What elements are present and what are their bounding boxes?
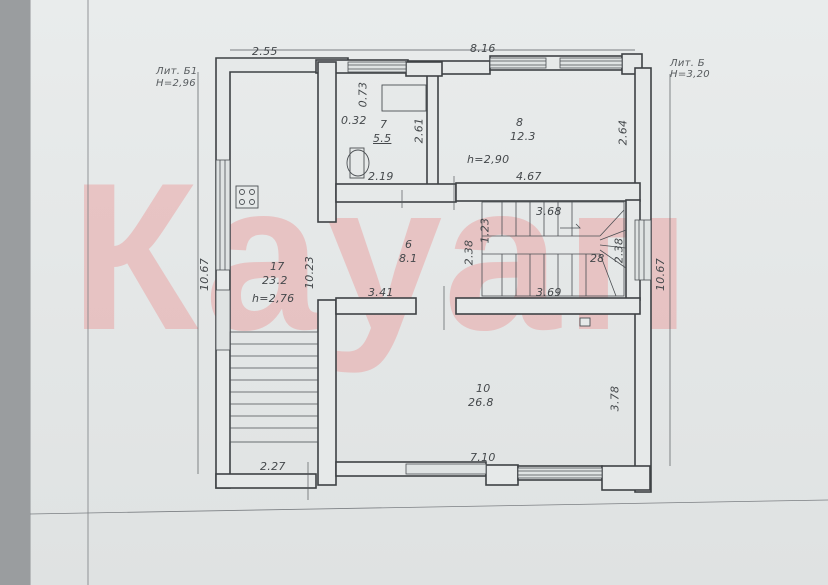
window-bottom-1 bbox=[405, 463, 487, 475]
room-8-number: 8 bbox=[516, 116, 524, 129]
windows bbox=[215, 57, 652, 479]
room-6-area: 8.1 bbox=[399, 252, 418, 265]
dim-341: 3.41 bbox=[368, 286, 394, 299]
wall-partition-lower bbox=[317, 299, 337, 486]
stove bbox=[235, 185, 259, 209]
wall-above-room10-right bbox=[455, 297, 641, 315]
window-left-2 bbox=[215, 289, 231, 351]
dim-1067-left: 10.67 bbox=[198, 258, 211, 291]
floor-plan bbox=[30, 0, 828, 585]
window-top-3 bbox=[559, 57, 623, 69]
radiator bbox=[579, 317, 591, 327]
window-top-1 bbox=[347, 61, 407, 73]
dim-467: 4.67 bbox=[516, 170, 542, 183]
dim-top-right: 8.16 bbox=[470, 42, 496, 55]
sheet-bottom-line bbox=[30, 499, 828, 515]
window-bottom-2 bbox=[517, 467, 603, 479]
window-left-1 bbox=[215, 159, 231, 271]
wall-bottom-left bbox=[215, 473, 317, 489]
room-10-area: 26.8 bbox=[468, 396, 494, 409]
dim-369: 3.69 bbox=[536, 286, 562, 299]
wall-under-room8 bbox=[455, 182, 641, 202]
wall-under-room7 bbox=[335, 183, 457, 203]
wall-top-bay bbox=[405, 61, 443, 77]
dim-073: 0.73 bbox=[356, 81, 370, 108]
room-8-area: 12.3 bbox=[510, 130, 536, 143]
dim-227: 2.27 bbox=[260, 460, 286, 473]
room-7-area: 5.5 bbox=[373, 132, 392, 145]
fixtures bbox=[235, 84, 591, 327]
wall-partition-upper bbox=[317, 61, 337, 223]
lit-right-height: Н=3,20 bbox=[670, 69, 710, 80]
dim-219: 2.19 bbox=[368, 170, 394, 183]
dim-top-left: 2.55 bbox=[252, 45, 278, 58]
room-7-number: 7 bbox=[380, 118, 388, 131]
dim-123: 1.23 bbox=[478, 217, 492, 244]
wall-room7-right bbox=[426, 71, 439, 201]
room-10-number: 10 bbox=[476, 382, 491, 395]
dim-710: 7.10 bbox=[470, 451, 496, 464]
lit-left-label: Лит. Б1 bbox=[156, 66, 198, 77]
stairs bbox=[229, 201, 627, 443]
window-top-2 bbox=[489, 57, 547, 69]
dim-368: 3.68 bbox=[536, 205, 562, 218]
dim-1023: 10.23 bbox=[303, 256, 316, 289]
room-stair-area: 28 bbox=[590, 252, 605, 265]
stair-left bbox=[229, 331, 319, 443]
dim-1067-right: 10.67 bbox=[654, 258, 667, 291]
dim-378: 3.78 bbox=[608, 385, 622, 412]
lit-right-label: Лит. Б bbox=[670, 58, 705, 69]
room-17-height: h=2,76 bbox=[252, 292, 295, 305]
dimension-lines bbox=[197, 49, 671, 500]
room-17-area: 23.2 bbox=[262, 274, 288, 287]
room-17-number: 17 bbox=[270, 260, 285, 273]
wall-above-room10-left bbox=[335, 297, 417, 315]
dim-032: 0.32 bbox=[341, 114, 367, 127]
stair-right bbox=[481, 201, 625, 297]
bathtub bbox=[381, 84, 427, 112]
wall-bottom-2 bbox=[485, 464, 519, 486]
dim-238-left: 2.38 bbox=[462, 239, 476, 266]
lit-left-height: Н=2,96 bbox=[156, 78, 196, 89]
window-right bbox=[634, 219, 652, 281]
dim-261: 2.61 bbox=[412, 117, 426, 144]
dim-238-right: 2.38 bbox=[612, 237, 626, 264]
height-main: h=2,90 bbox=[467, 153, 510, 166]
wall-bottom-corner bbox=[601, 465, 651, 491]
drawing-sheet: Кауап bbox=[30, 0, 828, 585]
room-6-number: 6 bbox=[405, 238, 413, 251]
toilet bbox=[346, 149, 370, 177]
dim-264: 2.64 bbox=[616, 119, 630, 146]
